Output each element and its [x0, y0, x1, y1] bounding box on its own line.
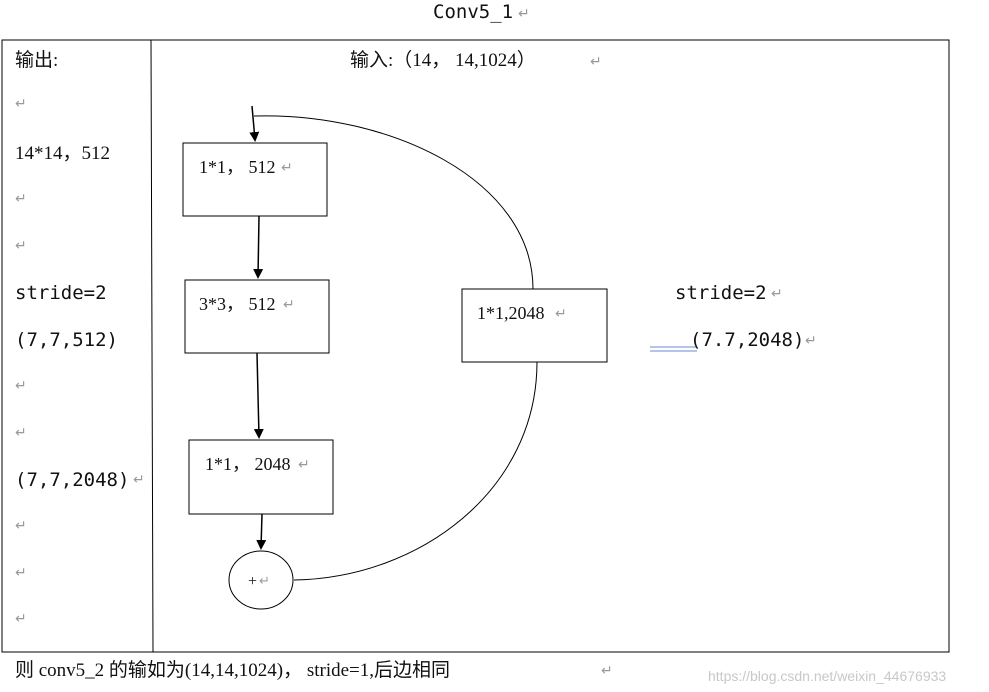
- shortcut-conv-box: [461, 288, 608, 363]
- right-stride-note: stride=2: [675, 282, 767, 304]
- output-label: 输出:: [15, 49, 58, 71]
- return-mark: ↵: [590, 55, 602, 70]
- return-mark: ↵: [15, 379, 27, 394]
- conv-box-3x3-512: [184, 279, 330, 354]
- arrow-box2-to-box3: [253, 352, 264, 439]
- return-mark: ↵: [771, 287, 783, 302]
- footer-note: 则 conv5_2 的输如为(14,14,1024)， stride=1,后边相…: [15, 659, 450, 681]
- table-frame: [1, 39, 950, 653]
- return-mark: ↵: [15, 612, 27, 627]
- left-stride: stride=2: [15, 282, 107, 304]
- page-title: Conv5_1: [433, 1, 513, 23]
- conv-box-1-label: 1*1， 512: [199, 157, 276, 177]
- conv-box-1x1-2048: [188, 439, 334, 515]
- return-mark: ↵: [15, 519, 27, 534]
- return-mark: ↵: [805, 334, 817, 349]
- return-mark: ↵: [133, 473, 145, 488]
- conv-box-2-label: 3*3， 512: [199, 294, 276, 314]
- watermark: https://blog.csdn.net/weixin_44676933: [708, 668, 946, 684]
- return-mark: ↵: [298, 458, 310, 473]
- arrow-box3-to-add: [256, 513, 267, 550]
- shortcut-curve-bottom: [293, 361, 538, 581]
- return-mark: ↵: [259, 573, 270, 588]
- shortcut-box-label: 1*1,2048: [477, 303, 545, 323]
- return-mark: ↵: [15, 239, 27, 254]
- left-shape-in: 14*14，512: [15, 143, 110, 164]
- column-divider: [150, 39, 154, 653]
- return-mark: ↵: [518, 7, 530, 22]
- conv-box-3-label: 1*1， 2048: [205, 454, 291, 474]
- right-shape-note: (7.7,2048): [690, 329, 804, 351]
- arrow-box1-to-box2: [253, 215, 264, 279]
- return-mark: ↵: [281, 161, 293, 176]
- left-shape-out: (7,7,2048): [15, 469, 129, 491]
- return-mark: ↵: [15, 566, 27, 581]
- return-mark: ↵: [555, 307, 567, 322]
- add-symbol: +: [248, 573, 257, 590]
- shortcut-curve-top: [253, 115, 534, 290]
- return-mark: ↵: [283, 298, 295, 313]
- left-shape-mid: (7,7,512): [15, 329, 118, 351]
- return-mark: ↵: [601, 664, 613, 679]
- input-arrow: [249, 105, 260, 142]
- return-mark: ↵: [15, 426, 27, 441]
- input-label: 输入:（14， 14,1024）: [350, 49, 536, 71]
- add-node: [228, 550, 294, 610]
- return-mark: ↵: [15, 97, 27, 112]
- return-mark: ↵: [15, 192, 27, 207]
- conv-box-1x1-512: [182, 142, 328, 217]
